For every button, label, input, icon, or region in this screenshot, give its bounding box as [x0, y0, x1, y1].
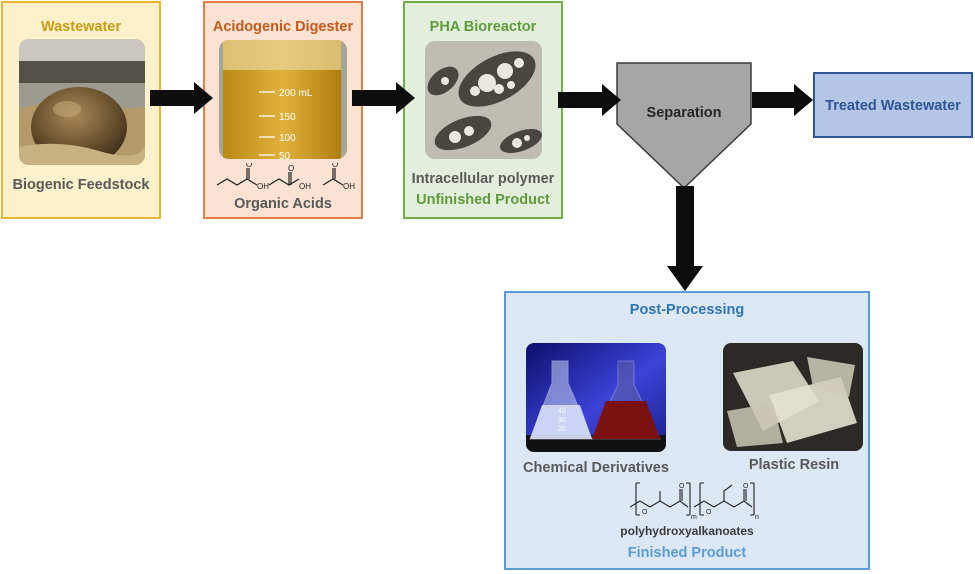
arrow-digester-to-reactor: [352, 82, 415, 114]
arrow-separation-to-treated: [752, 84, 813, 116]
pha-name-label: polyhydroxyalkanoates: [620, 524, 754, 538]
butyric-acid-chain: [216, 178, 258, 186]
oh-label-1: OH: [257, 182, 269, 191]
post-processing-title: Post-Processing: [629, 302, 745, 318]
finished-product-label: Finished Product: [627, 545, 747, 561]
beaker-mark-150: 150: [279, 112, 296, 123]
treated-wastewater-label: Treated Wastewater: [825, 98, 961, 114]
wastewater-title: Wastewater: [40, 19, 122, 35]
bioreactor-caption: Intracellular polymer: [411, 171, 555, 187]
subscript-n: n: [755, 514, 759, 521]
flask-mark-20: 20: [558, 426, 566, 433]
propionic-acid-chain: [268, 178, 300, 186]
beaker-mark-100: 100: [279, 133, 296, 144]
plastic-resin-photo: [723, 343, 863, 451]
svg-text:O: O: [246, 163, 252, 169]
treated-wastewater-box: Treated Wastewater: [813, 72, 973, 138]
chemical-derivatives-label: Chemical Derivatives: [523, 460, 669, 476]
beaker-photo: 200 mL 150 100 50: [219, 40, 347, 159]
microscopy-photo: [425, 41, 542, 159]
beaker-mark-200: 200 mL: [279, 88, 313, 99]
separation-unit: Separation: [616, 62, 752, 190]
bioreactor-title: PHA Bioreactor: [429, 19, 537, 35]
organic-acid-structures: O O O OH OH OH: [216, 163, 355, 191]
flask-mark-40: 40: [558, 408, 566, 415]
unfinished-product-label: Unfinished Product: [416, 192, 550, 208]
acetic-acid-chain: [322, 178, 344, 186]
chemical-flasks-photo: 40 30 20: [526, 343, 666, 452]
arrow-wastewater-to-digester: [150, 82, 213, 114]
oh-label-3: OH: [343, 182, 355, 191]
arrow-reactor-to-separation: [558, 84, 621, 116]
svg-text:O: O: [706, 509, 712, 516]
digester-stage: Acidogenic Digester 200 mL 150 100 50: [203, 1, 363, 219]
subscript-m: m: [691, 514, 697, 521]
separation-label: Separation: [647, 105, 722, 121]
beaker-mark-50: 50: [279, 151, 291, 159]
svg-text:O: O: [642, 509, 648, 516]
sludge-photo: [19, 39, 145, 165]
svg-text:O: O: [743, 483, 749, 490]
bioreactor-stage: PHA Bioreactor: [403, 1, 563, 219]
digester-title: Acidogenic Digester: [212, 19, 354, 35]
wastewater-caption: Biogenic Feedstock: [12, 177, 150, 193]
arrow-separation-to-post: [667, 186, 703, 291]
svg-text:O: O: [288, 164, 294, 173]
wastewater-stage: Wastewater Biogenic Feedstock: [1, 1, 161, 219]
post-processing-stage: Post-Processing 40 30 20: [504, 291, 870, 570]
plastic-resin-label: Plastic Resin: [748, 457, 840, 473]
svg-text:O: O: [332, 163, 338, 169]
svg-text:O: O: [679, 483, 685, 490]
pha-structure: O O O O m n: [629, 482, 759, 521]
digester-caption: Organic Acids: [234, 196, 332, 212]
oh-label-2: OH: [299, 182, 311, 191]
flask-mark-30: 30: [558, 417, 566, 424]
